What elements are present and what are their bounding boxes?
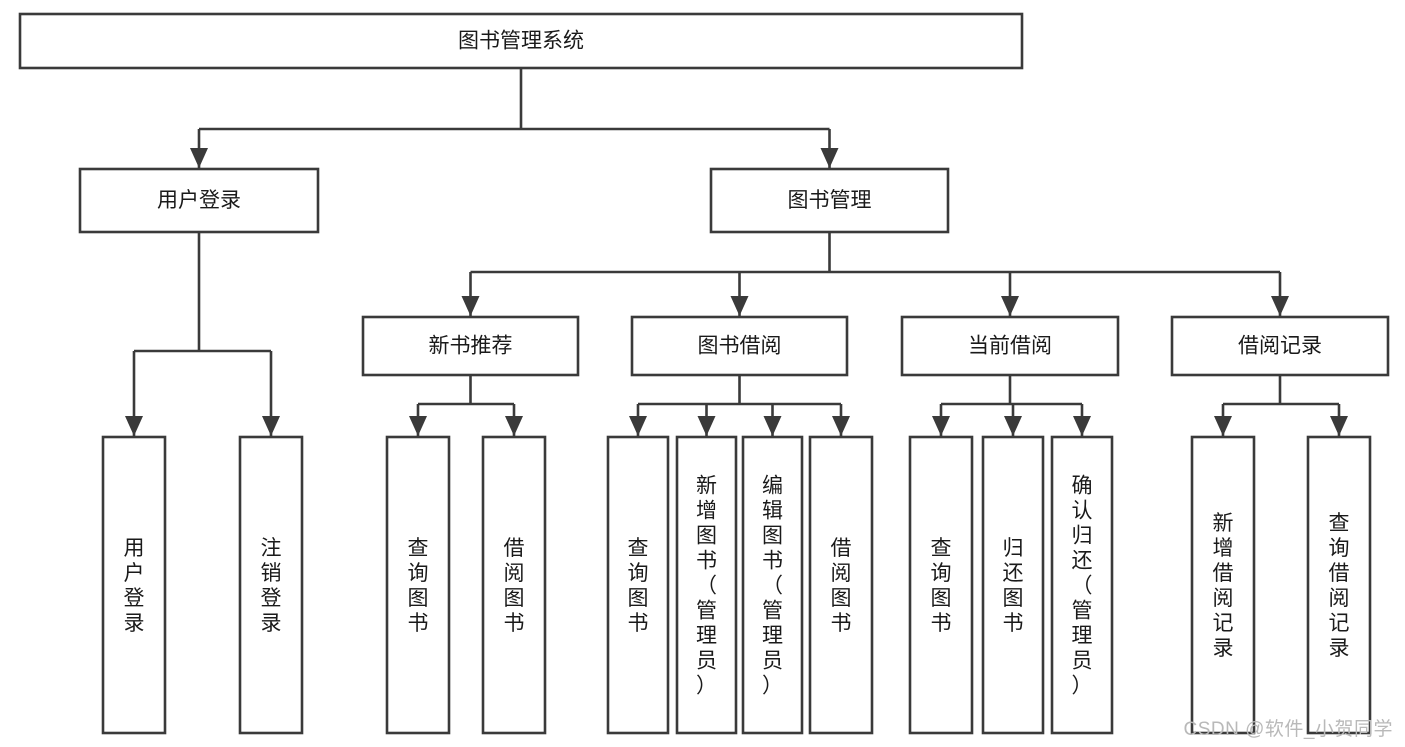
arrow-head-icon: [1214, 416, 1232, 436]
node-leaf-8-label: 查询图书: [931, 537, 952, 635]
node-level1-1-label: 图书管理: [788, 189, 872, 212]
node-level2-1-box: [630, 315, 849, 377]
node-leaf-10-label: 确认归还（管理员）: [1072, 475, 1093, 698]
node-level1-0[interactable]: 用户登录: [78, 167, 320, 234]
node-leaf-8-box: [908, 435, 974, 735]
node-leaf-12[interactable]: 查询借阅记录: [1306, 435, 1372, 735]
arrow-head-icon: [1001, 296, 1019, 316]
node-leaf-1-box: [238, 435, 304, 735]
arrow-head-icon: [832, 416, 850, 436]
node-leaf-12-box: [1306, 435, 1372, 735]
csdn-watermark: CSDN @软件_小贺同学: [1183, 719, 1393, 740]
node-level2-2-box: [900, 315, 1120, 377]
connector-edges: [125, 68, 1348, 436]
node-leaf-2[interactable]: 查询图书: [385, 435, 451, 735]
node-leaf-10[interactable]: 确认归还（管理员）: [1050, 435, 1114, 735]
node-leaf-9-box: [981, 435, 1045, 735]
arrow-head-icon: [820, 148, 839, 168]
node-leaf-7-box: [808, 435, 874, 735]
node-leaf-0-label: 用户登录: [124, 537, 145, 635]
node-leaf-6[interactable]: 编辑图书（管理员）: [741, 435, 804, 735]
node-leaf-5-label: 新增图书（管理员）: [696, 475, 717, 698]
arrow-head-icon: [1073, 416, 1091, 436]
arrow-head-icon: [763, 416, 782, 436]
node-leaf-12-label: 查询借阅记录: [1329, 512, 1350, 660]
node-level2-0-box: [361, 315, 580, 377]
node-leaf-5[interactable]: 新增图书（管理员）: [675, 435, 738, 735]
node-leaf-6-label: 编辑图书（管理员）: [762, 475, 783, 698]
node-leaf-0[interactable]: 用户登录: [101, 435, 167, 735]
arrow-head-icon: [125, 416, 143, 436]
arrow-head-icon: [1330, 416, 1348, 436]
arrow-head-icon: [932, 416, 950, 436]
arrow-head-icon: [697, 416, 716, 436]
node-level2-3-label: 借阅记录: [1238, 335, 1322, 358]
node-level1-1[interactable]: 图书管理: [709, 167, 950, 234]
node-leaf-2-label: 查询图书: [408, 537, 429, 635]
arrow-head-icon: [461, 296, 480, 316]
node-leaf-7[interactable]: 借阅图书: [808, 435, 874, 735]
node-leaf-7-label: 借阅图书: [831, 537, 852, 635]
arrow-head-icon: [629, 416, 647, 436]
node-level2-3[interactable]: 借阅记录: [1170, 315, 1390, 377]
node-level1-0-box: [78, 167, 320, 234]
arrow-head-icon: [409, 416, 427, 436]
node-level2-1[interactable]: 图书借阅: [630, 315, 849, 377]
arrow-head-icon: [730, 296, 749, 316]
diagram-nodes: 图书管理系统用户登录图书管理新书推荐图书借阅当前借阅借阅记录用户登录注销登录查询…: [18, 12, 1390, 735]
arrow-head-icon: [505, 416, 523, 436]
node-level1-0-label: 用户登录: [157, 189, 241, 212]
node-leaf-11-label: 新增借阅记录: [1213, 512, 1234, 660]
node-leaf-4-box: [606, 435, 670, 735]
node-level2-2-label: 当前借阅: [968, 335, 1052, 358]
node-leaf-0-box: [101, 435, 167, 735]
arrow-head-icon: [1004, 416, 1022, 436]
node-leaf-6-box: [741, 435, 804, 735]
node-leaf-10-box: [1050, 435, 1114, 735]
arrow-head-icon: [1271, 296, 1289, 316]
node-root-system[interactable]: 图书管理系统: [18, 12, 1024, 70]
node-leaf-1[interactable]: 注销登录: [238, 435, 304, 735]
node-level2-1-label: 图书借阅: [698, 335, 782, 358]
node-level1-1-box: [709, 167, 950, 234]
arrow-head-icon: [190, 148, 208, 168]
node-level2-0[interactable]: 新书推荐: [361, 315, 580, 377]
node-level2-3-box: [1170, 315, 1390, 377]
node-leaf-11[interactable]: 新增借阅记录: [1190, 435, 1256, 735]
node-leaf-3-label: 借阅图书: [504, 537, 525, 635]
node-leaf-9-label: 归还图书: [1003, 537, 1024, 635]
arrow-head-icon: [262, 416, 280, 436]
node-level2-2[interactable]: 当前借阅: [900, 315, 1120, 377]
node-leaf-3-box: [481, 435, 547, 735]
node-root-system-label: 图书管理系统: [458, 30, 584, 53]
node-leaf-5-box: [675, 435, 738, 735]
node-leaf-9[interactable]: 归还图书: [981, 435, 1045, 735]
node-leaf-2-box: [385, 435, 451, 735]
node-root-system-box: [18, 12, 1024, 70]
node-leaf-4[interactable]: 查询图书: [606, 435, 670, 735]
node-leaf-4-label: 查询图书: [628, 537, 649, 635]
node-leaf-3[interactable]: 借阅图书: [481, 435, 547, 735]
node-leaf-11-box: [1190, 435, 1256, 735]
node-leaf-8[interactable]: 查询图书: [908, 435, 974, 735]
node-leaf-1-label: 注销登录: [261, 537, 282, 635]
node-level2-0-label: 新书推荐: [429, 335, 513, 358]
